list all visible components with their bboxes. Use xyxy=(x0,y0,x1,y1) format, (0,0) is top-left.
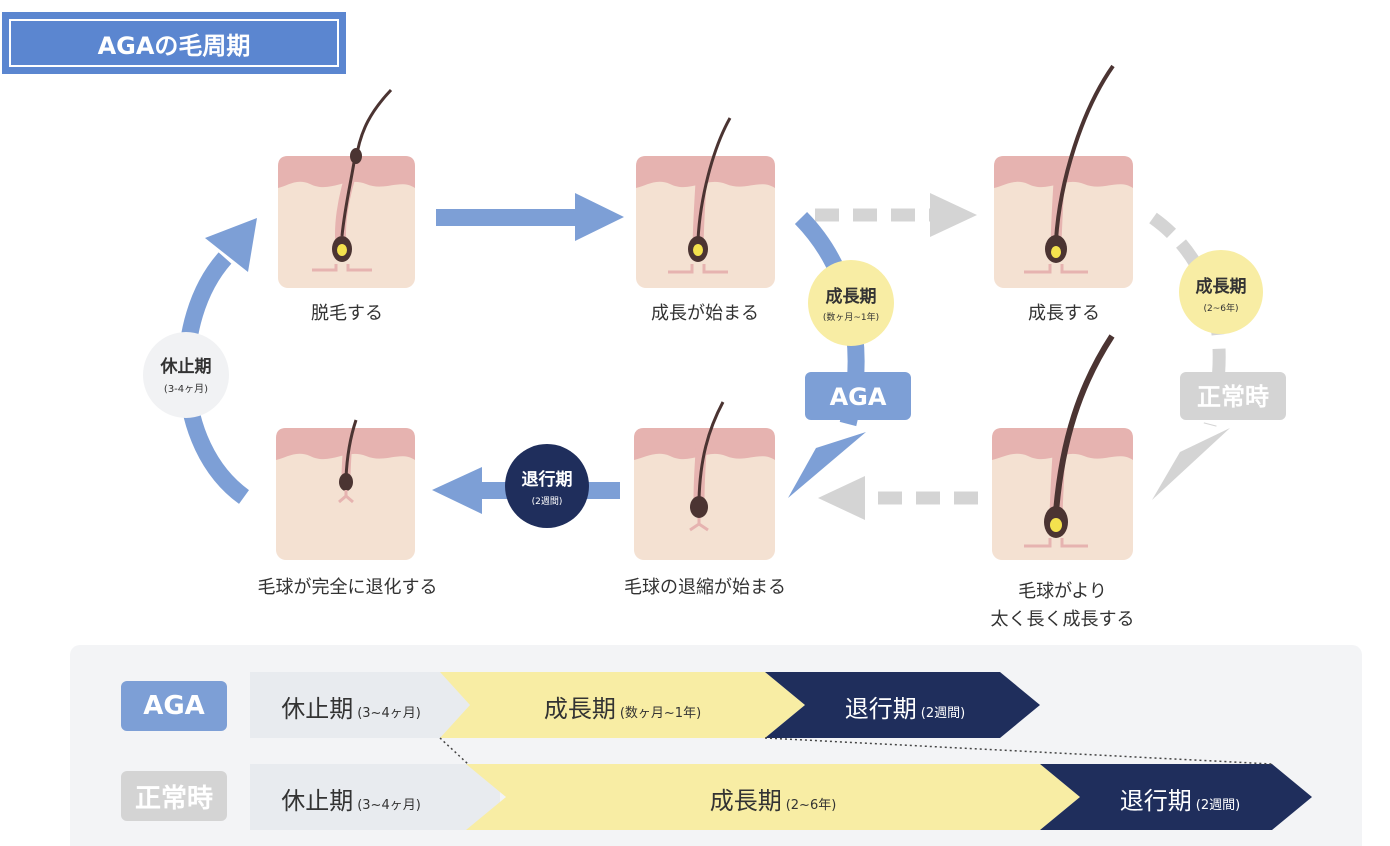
aga-regression-text: 退行期 (2週間) xyxy=(805,689,1005,724)
badge-growth-normal-label: 成長期 xyxy=(1196,276,1247,297)
aga-regression-label: 退行期 xyxy=(844,695,917,723)
tag-normal-diagram: 正常時 xyxy=(1180,372,1286,420)
arrow-shed-to-growth xyxy=(436,193,624,241)
normal-growth-sub: (2~6年) xyxy=(785,798,837,813)
stage-label-grow-thicker-2: 太く長く成長する xyxy=(990,609,1135,630)
stage-label-growth-start: 成長が始まる xyxy=(651,303,759,324)
tag-aga-diagram-label: AGA xyxy=(830,383,887,411)
normal-growth-segment xyxy=(466,764,1080,830)
timeline-shapes xyxy=(250,672,1312,830)
normal-regression-segment xyxy=(1040,764,1312,830)
timeline-comparison: AGA 正常時 休止期 (3~4ヶ月) 成長期 (数ヶ月~1年) 退行期 (2週… xyxy=(70,645,1362,846)
normal-rest-text: 休止期 (3~4ヶ月) xyxy=(256,781,446,816)
stage-label-growth: 成長する xyxy=(1028,303,1100,324)
stage-label-grow-thicker-1: 毛球がより xyxy=(1018,581,1107,602)
aga-rest-segment xyxy=(250,672,470,738)
normal-rest-label: 休止期 xyxy=(281,787,354,815)
normal-growth-text: 成長期 (2~6年) xyxy=(506,781,1040,816)
page-title: AGAの毛周期 xyxy=(9,19,339,67)
badge-growth-normal: 成長期 (2~6年) xyxy=(1179,250,1263,334)
skin-panel-growth-start xyxy=(636,117,775,288)
normal-growth-label: 成長期 xyxy=(709,787,782,815)
arrow-dashed-normal-bottom xyxy=(818,476,978,520)
skin-panel-bulb-regressed xyxy=(276,419,415,560)
badge-rest-sub: (3-4ヶ月) xyxy=(164,383,208,395)
aga-rest-sub: (3~4ヶ月) xyxy=(357,706,421,721)
aga-growth-sub: (数ヶ月~1年) xyxy=(619,706,702,721)
skin-panel-bulb-shrink xyxy=(634,401,775,560)
stage-label-bulb-regressed: 毛球が完全に退化する xyxy=(257,577,438,598)
tag-aga-diagram: AGA xyxy=(805,372,911,420)
normal-regression-sub: (2週間) xyxy=(1195,798,1241,813)
normal-regression-text: 退行期 (2週間) xyxy=(1080,781,1280,816)
badge-growth-aga-sub: (数ヶ月~1年) xyxy=(823,311,879,323)
aga-rest-text: 休止期 (3~4ヶ月) xyxy=(256,689,446,724)
timeline-tag-normal: 正常時 xyxy=(121,771,227,821)
aga-regression-sub: (2週間) xyxy=(920,706,966,721)
timeline-tag-aga: AGA xyxy=(121,681,227,731)
aga-growth-segment xyxy=(440,672,805,738)
badge-regression-label: 退行期 xyxy=(522,469,573,490)
stage-label-hair-loss: 脱毛する xyxy=(311,303,383,324)
connector-rest xyxy=(439,737,469,765)
arrow-dashed-normal-top xyxy=(815,193,977,237)
aga-regression-segment xyxy=(765,672,1040,738)
normal-regression-label: 退行期 xyxy=(1119,787,1192,815)
badge-regression-sub: (2週間) xyxy=(532,496,563,507)
badge-rest-label: 休止期 xyxy=(160,356,212,377)
arrow-aga-curve xyxy=(788,212,866,498)
normal-rest-segment xyxy=(250,764,500,830)
connector-growth xyxy=(764,737,1273,765)
aga-growth-label: 成長期 xyxy=(543,695,616,723)
skin-panel-hair-loss xyxy=(278,88,415,288)
badge-rest: 休止期 (3-4ヶ月) xyxy=(143,332,229,418)
aga-rest-label: 休止期 xyxy=(281,695,354,723)
normal-rest-sub: (3~4ヶ月) xyxy=(357,798,421,813)
stage-label-bulb-shrink: 毛球の退縮が始まる xyxy=(624,577,786,598)
skin-panel-grow-thicker xyxy=(992,334,1133,560)
title-banner: AGAの毛周期 xyxy=(2,12,346,74)
tag-normal-diagram-label: 正常時 xyxy=(1197,383,1269,411)
badge-growth-aga-label: 成長期 xyxy=(826,286,877,307)
badge-growth-normal-sub: (2~6年) xyxy=(1203,302,1238,314)
badge-regression: 退行期 (2週間) xyxy=(505,444,589,528)
aga-growth-text: 成長期 (数ヶ月~1年) xyxy=(480,689,765,724)
skin-panel-growth xyxy=(994,64,1133,288)
hair-cycle-diagram: 休止期 (3-4ヶ月) 成長期 (数ヶ月~1年) 成長期 (2~6年) 退行期 … xyxy=(143,64,1286,560)
badge-growth-aga: 成長期 (数ヶ月~1年) xyxy=(808,260,894,346)
